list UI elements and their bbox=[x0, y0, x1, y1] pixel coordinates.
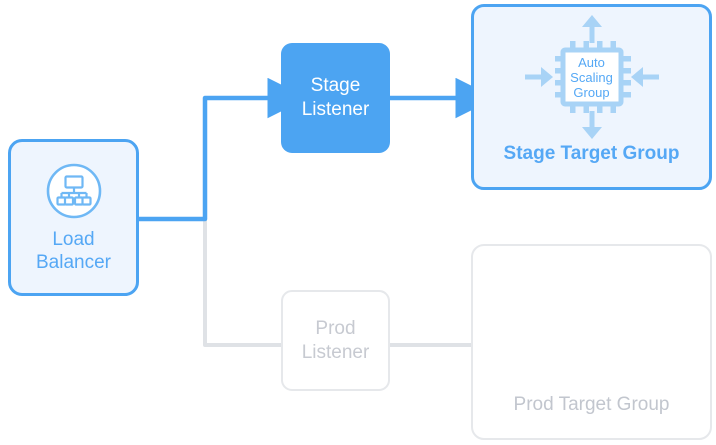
load-balancer-label-line1: Load bbox=[52, 228, 95, 250]
wire-lb-to-prod-listener bbox=[139, 217, 281, 347]
auto-scaling-group-art: Auto Scaling Group bbox=[517, 13, 667, 141]
node-prod-target-group[interactable]: Prod Target Group bbox=[471, 244, 712, 440]
stage-listener-label-line2: Listener bbox=[301, 99, 370, 120]
wire-lb-to-stage-listener bbox=[139, 77, 308, 222]
node-prod-listener[interactable]: Prod Listener bbox=[281, 290, 390, 391]
arrow-right-inward-icon bbox=[524, 67, 553, 87]
node-load-balancer-label: Load Balancer bbox=[36, 228, 111, 274]
node-prod-target-group-label: Prod Target Group bbox=[513, 394, 670, 415]
arrow-up-icon bbox=[581, 15, 602, 43]
network-hierarchy-icon bbox=[45, 162, 103, 220]
node-prod-listener-label: Prod Listener bbox=[302, 317, 370, 365]
prod-listener-label-line2: Listener bbox=[301, 341, 370, 363]
node-stage-listener[interactable]: Stage Listener bbox=[281, 43, 390, 153]
arrow-left-inward-icon bbox=[630, 67, 659, 87]
cpu-chip-icon bbox=[524, 15, 659, 139]
prod-listener-label-line1: Prod bbox=[315, 317, 356, 339]
node-stage-target-group[interactable]: Auto Scaling Group Stage Target Group bbox=[471, 4, 712, 190]
arrow-down-icon bbox=[581, 111, 602, 139]
node-load-balancer[interactable]: Load Balancer bbox=[8, 139, 139, 296]
load-balancer-label-line2: Balancer bbox=[36, 251, 111, 273]
node-stage-listener-label: Stage Listener bbox=[302, 74, 370, 122]
node-stage-target-group-label: Stage Target Group bbox=[503, 143, 680, 164]
stage-listener-label-line1: Stage bbox=[310, 75, 361, 96]
